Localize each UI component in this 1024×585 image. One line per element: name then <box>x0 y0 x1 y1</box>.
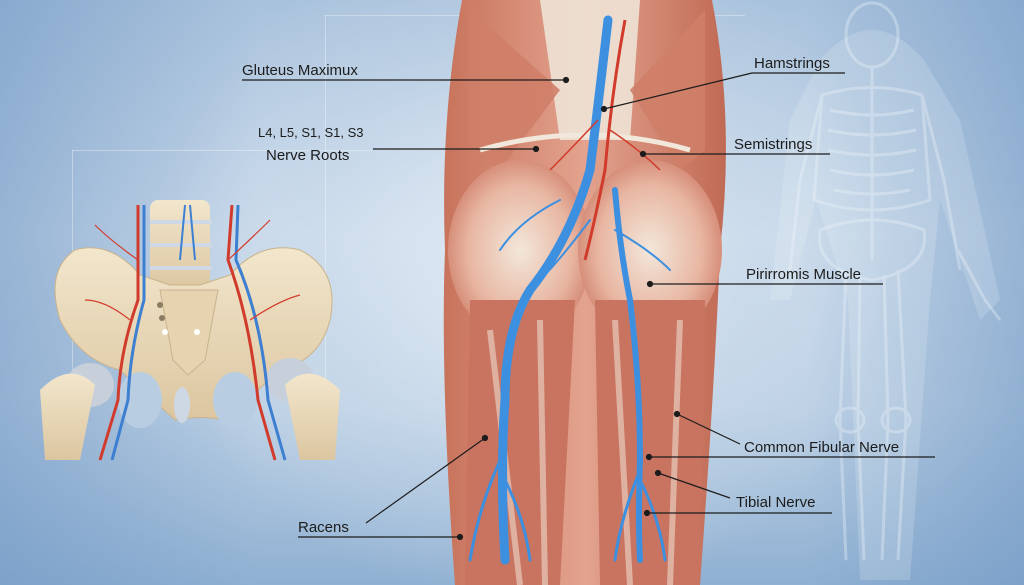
label-nerve-roots: Nerve Roots <box>266 147 350 164</box>
label-hamstrings: Hamstrings <box>754 55 830 72</box>
guide-line <box>325 15 326 415</box>
posterior-leg-figure <box>443 0 726 585</box>
skeleton-silhouette <box>788 1 1002 561</box>
label-piriformis-muscle: Pirirromis Muscle <box>746 266 862 283</box>
label-nerve-root-levels: L4, L5, S1, S1, S3 <box>258 125 364 140</box>
label-common-fibular-nerve: Common Fibular Nerve <box>744 439 900 456</box>
label-tibial-nerve: Tibial Nerve <box>736 494 816 511</box>
label-racens: Racens <box>298 519 349 536</box>
pelvis-illustration <box>40 200 340 461</box>
leader-lines <box>242 72 935 541</box>
label-semistrings: Semistrings <box>734 136 813 153</box>
guide-line <box>72 150 372 151</box>
label-gluteus-maximus: Gluteus Maximux <box>242 62 358 79</box>
